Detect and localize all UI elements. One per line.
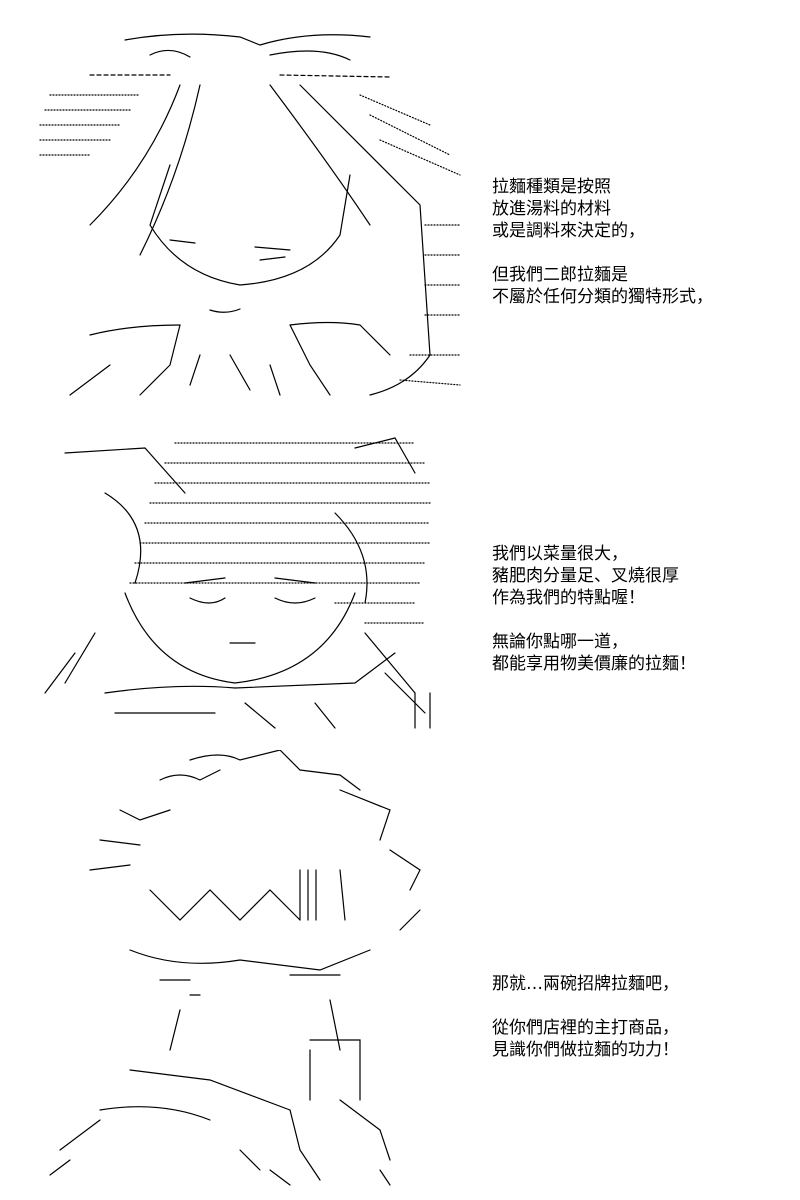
narration-line: 那就…兩碗招牌拉麵吧， xyxy=(492,974,679,994)
narration-line: 但我們二郎拉麵是 xyxy=(492,265,628,285)
spiky-haired-character-drawing xyxy=(49,750,421,1186)
narration-line: 作為我們的特點喔！ xyxy=(492,588,645,608)
long-haired-character-drawing xyxy=(39,33,461,396)
cat-eared-character-drawing xyxy=(44,437,431,729)
panel-2: 我們以菜量很大， 豬肥肉分量足、叉燒很厚 作為我們的特點喔！ 無論你點哪一道， … xyxy=(0,425,800,730)
narration-line: 都能享用物美價廉的拉麵！ xyxy=(492,654,696,674)
narration-line: 放進湯料的材料 xyxy=(492,199,611,219)
narration-line: 豬肥肉分量足、叉燒很厚 xyxy=(492,566,679,586)
narration-line: 拉麵種類是按照 xyxy=(492,177,611,197)
narration-line: 或是調料來決定的， xyxy=(492,221,645,241)
narration-line: 我們以菜量很大， xyxy=(492,544,628,564)
narration-line: 從你們店裡的主打商品， xyxy=(492,1018,679,1038)
panel-2-narration: 我們以菜量很大， 豬肥肉分量足、叉燒很厚 作為我們的特點喔！ 無論你點哪一道， … xyxy=(492,543,696,675)
narration-line: 見識你們做拉麵的功力！ xyxy=(492,1040,679,1060)
narration-line: 無論你點哪一道， xyxy=(492,632,628,652)
panel-3: 那就…兩碗招牌拉麵吧， 從你們店裡的主打商品， 見識你們做拉麵的功力！ xyxy=(0,745,800,1195)
panel-3-ascii-art xyxy=(40,750,440,1190)
panel-1: 拉麵種類是按照 放進湯料的材料 或是調料來決定的， 但我們二郎拉麵是 不屬於任何… xyxy=(0,0,800,410)
panel-2-ascii-art xyxy=(35,433,455,733)
panel-3-narration: 那就…兩碗招牌拉麵吧， 從你們店裡的主打商品， 見識你們做拉麵的功力！ xyxy=(492,973,679,1061)
panel-1-ascii-art xyxy=(30,25,470,405)
narration-line: 不屬於任何分類的獨特形式， xyxy=(492,287,713,307)
panel-1-narration: 拉麵種類是按照 放進湯料的材料 或是調料來決定的， 但我們二郎拉麵是 不屬於任何… xyxy=(492,176,713,308)
